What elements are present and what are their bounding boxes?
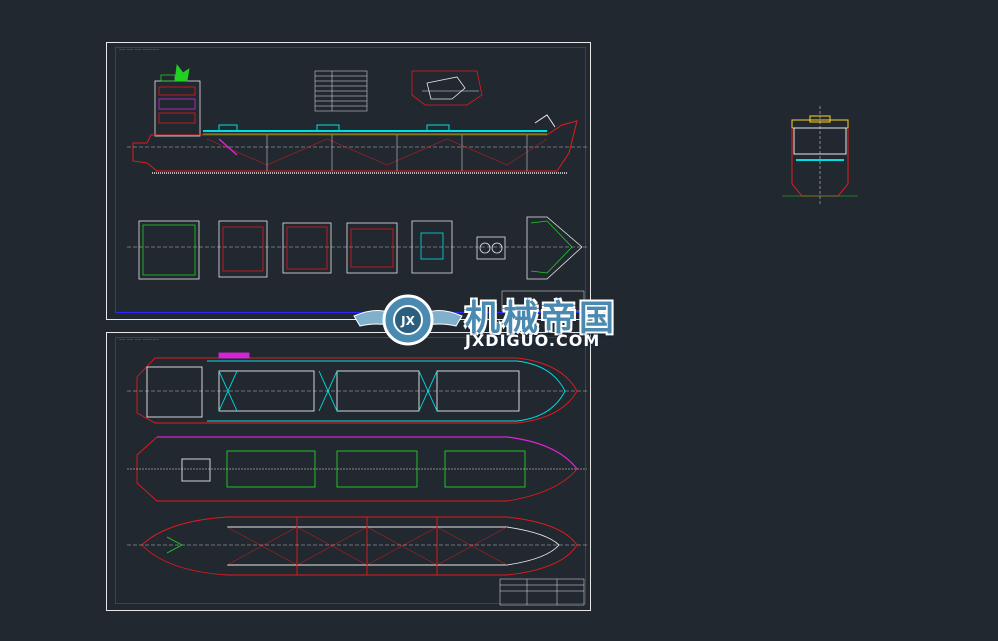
sheet-title-block-label: —— —— —— ————— [119,47,160,51]
sheet-frame [115,337,586,604]
title-block [501,290,585,312]
double-bottom-plan [127,516,587,576]
drawing-sheet-plans[interactable]: —— —— —— ————— [106,332,591,611]
watermark-en-text: JXDIGUO.COM [465,331,601,350]
deck-sections [127,216,587,280]
title-block [499,578,585,606]
site-watermark: JX 机械帝国 JXDIGUO.COM [352,286,652,356]
profile-drawing [127,63,587,312]
superstructure [154,63,201,137]
midship-section-drawing[interactable] [782,106,862,206]
logo-jx-text: JX [400,314,415,328]
tween-deck-plan [127,436,587,502]
deck-plans-drawing [127,352,587,606]
main-deck-plan [127,352,587,424]
sheet-title-block-label: —— —— —— ————— [119,337,160,341]
particulars-table [314,70,368,112]
watermark-cn-text: 机械帝国 [465,299,618,339]
sheet-frame [115,47,586,313]
bow-plan [411,70,483,106]
hull-profile [127,114,587,174]
drawing-sheet-profile[interactable]: —— —— —— ————— [106,42,591,320]
gear-wings-logo: JX [353,294,463,346]
